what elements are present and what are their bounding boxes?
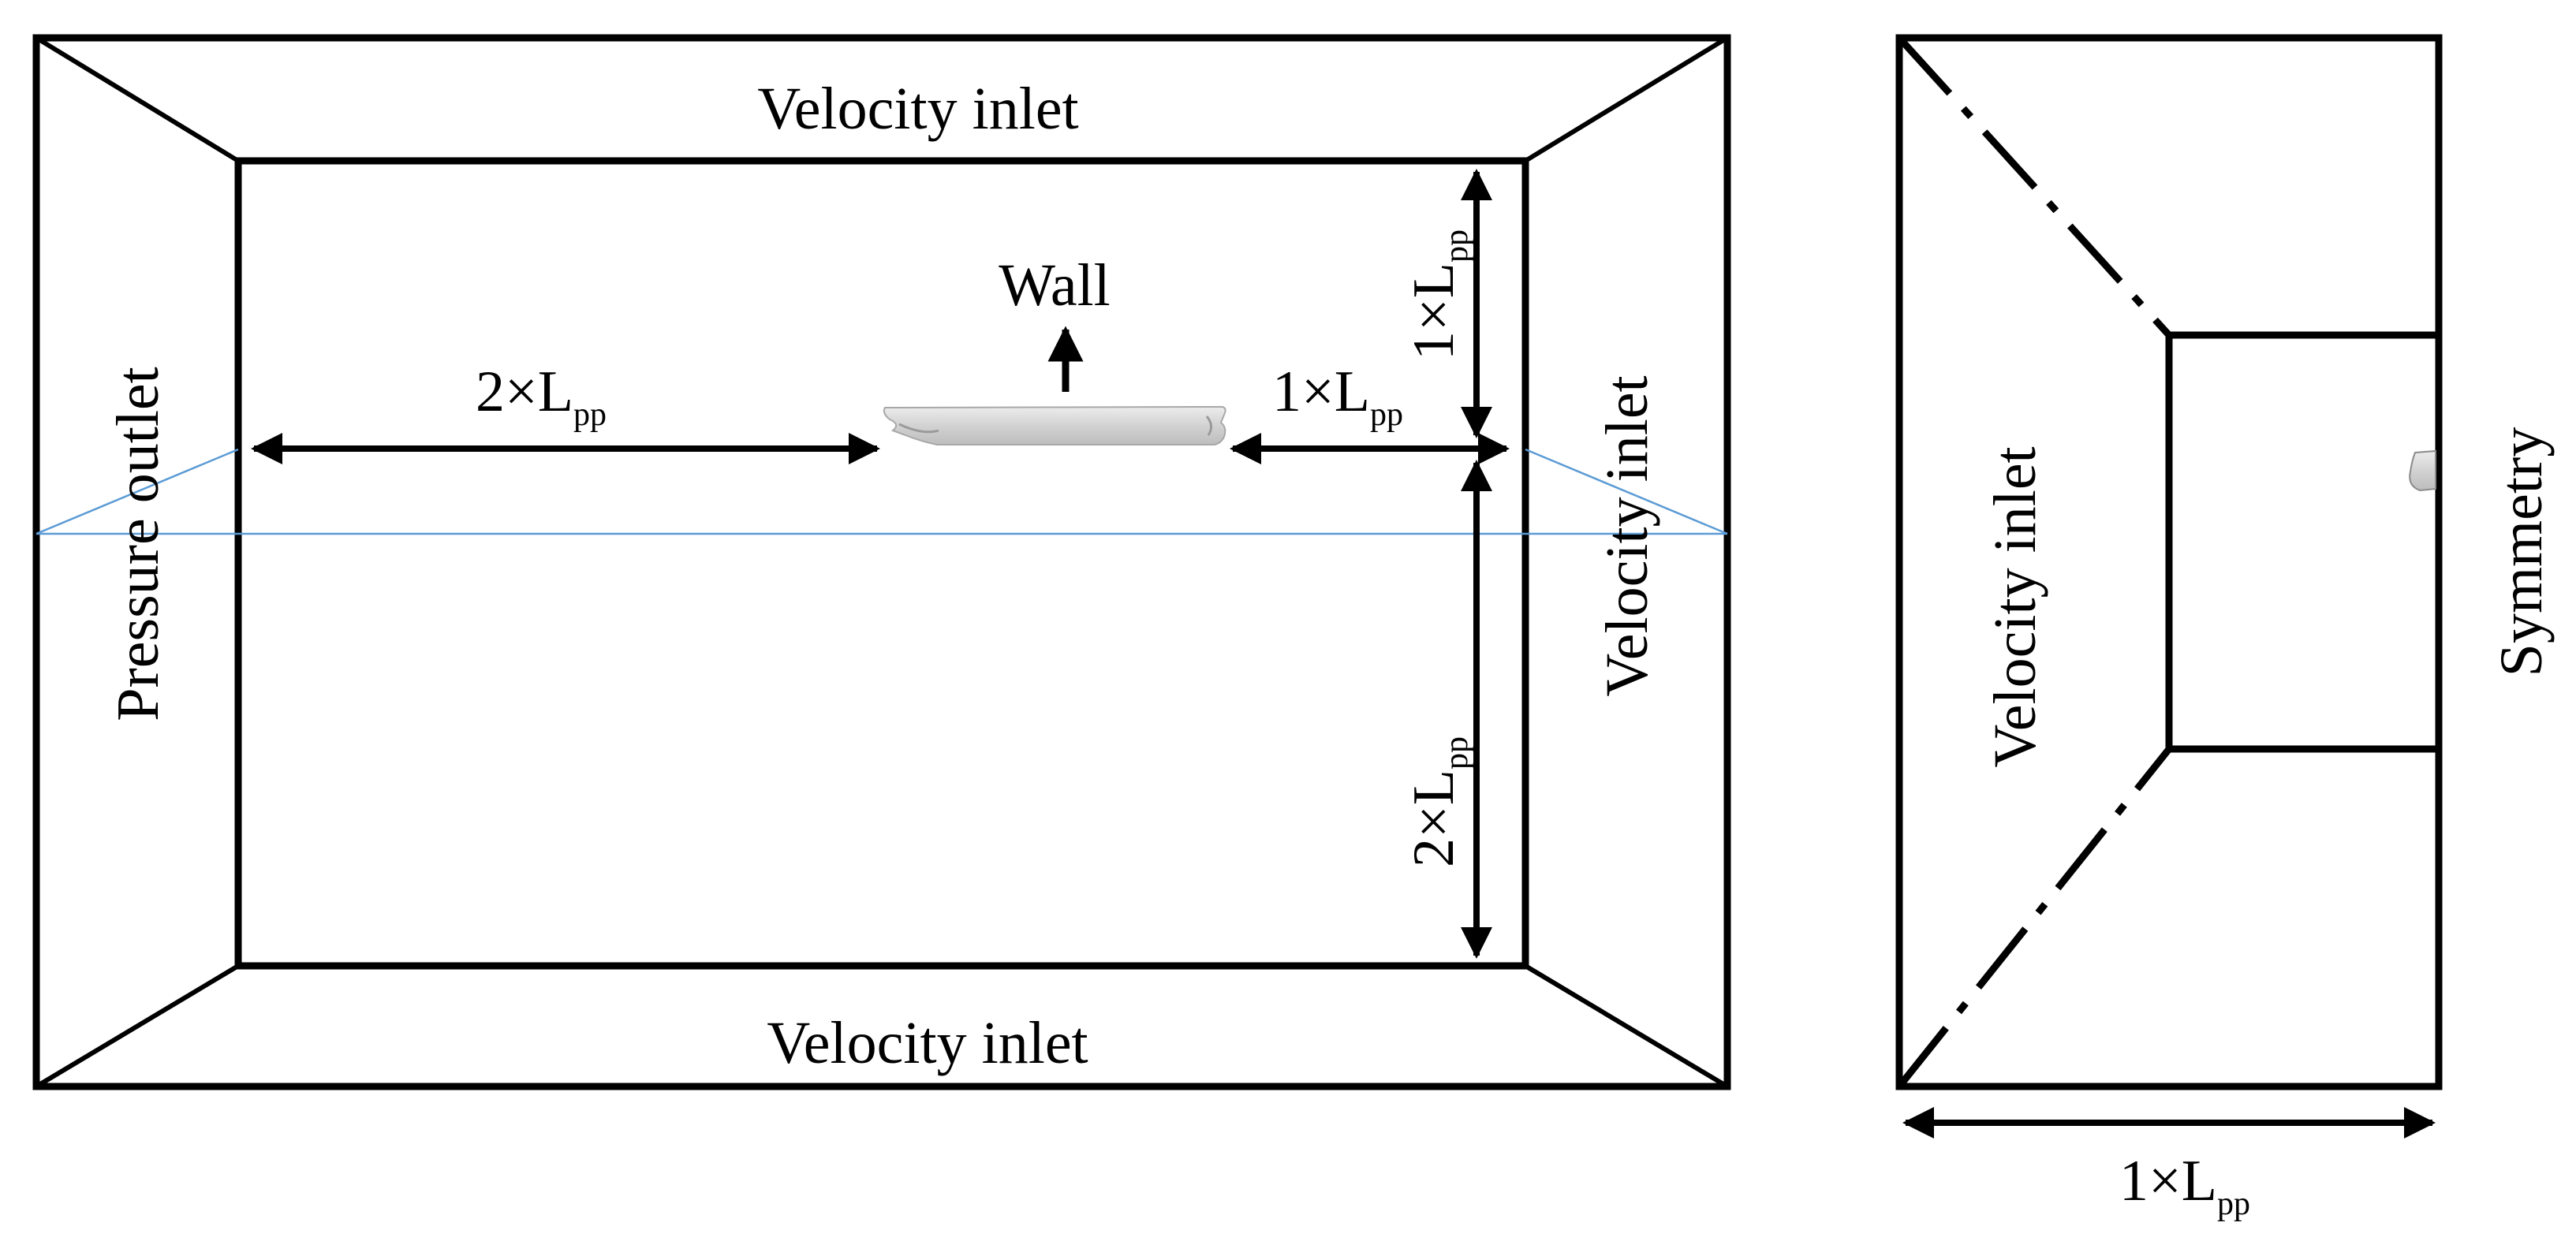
corner-line-bottom-left: [35, 963, 240, 1089]
dim-label-upstream: 2×Lpp: [476, 360, 607, 433]
ship-hull: [883, 405, 1226, 445]
front-left-label: Pressure outlet: [105, 367, 171, 721]
dim-label-downstream: 1×Lpp: [1272, 360, 1403, 433]
wall-label: Wall: [999, 252, 1111, 319]
outer-boundary: [32, 34, 1731, 1090]
front-right-label: Velocity inlet: [1594, 375, 1660, 696]
side-dashdot-line-bottom: [1896, 747, 2172, 1089]
inner-boundary: [234, 157, 1529, 970]
side-right-label: Symmetry: [2488, 427, 2555, 677]
front-top-label: Velocity inlet: [757, 76, 1078, 142]
side-inner-boundary: [2165, 331, 2443, 753]
guide-line-right: [1525, 448, 1728, 535]
ship-section: [2409, 449, 2436, 492]
dim-label-bottom: 2×Lpp: [1402, 736, 1475, 867]
front-bottom-label: Velocity inlet: [767, 1010, 1088, 1076]
side-dashdot-line-top: [1896, 35, 2172, 338]
guide-line-left: [35, 448, 239, 535]
corner-line-bottom-right: [1524, 963, 1729, 1089]
side-left-label: Velocity inlet: [1982, 446, 2048, 767]
dim-label-top: 1×Lpp: [1402, 229, 1475, 360]
side-view: Velocity inlet Symmetry 1×Lpp: [1895, 34, 2555, 1222]
corner-line-top-right: [1524, 35, 1729, 163]
front-view: Velocity inlet Velocity inlet Pressure o…: [32, 34, 1731, 1090]
corner-line-top-left: [35, 35, 240, 163]
side-dim-label-width: 1×Lpp: [2119, 1149, 2250, 1222]
